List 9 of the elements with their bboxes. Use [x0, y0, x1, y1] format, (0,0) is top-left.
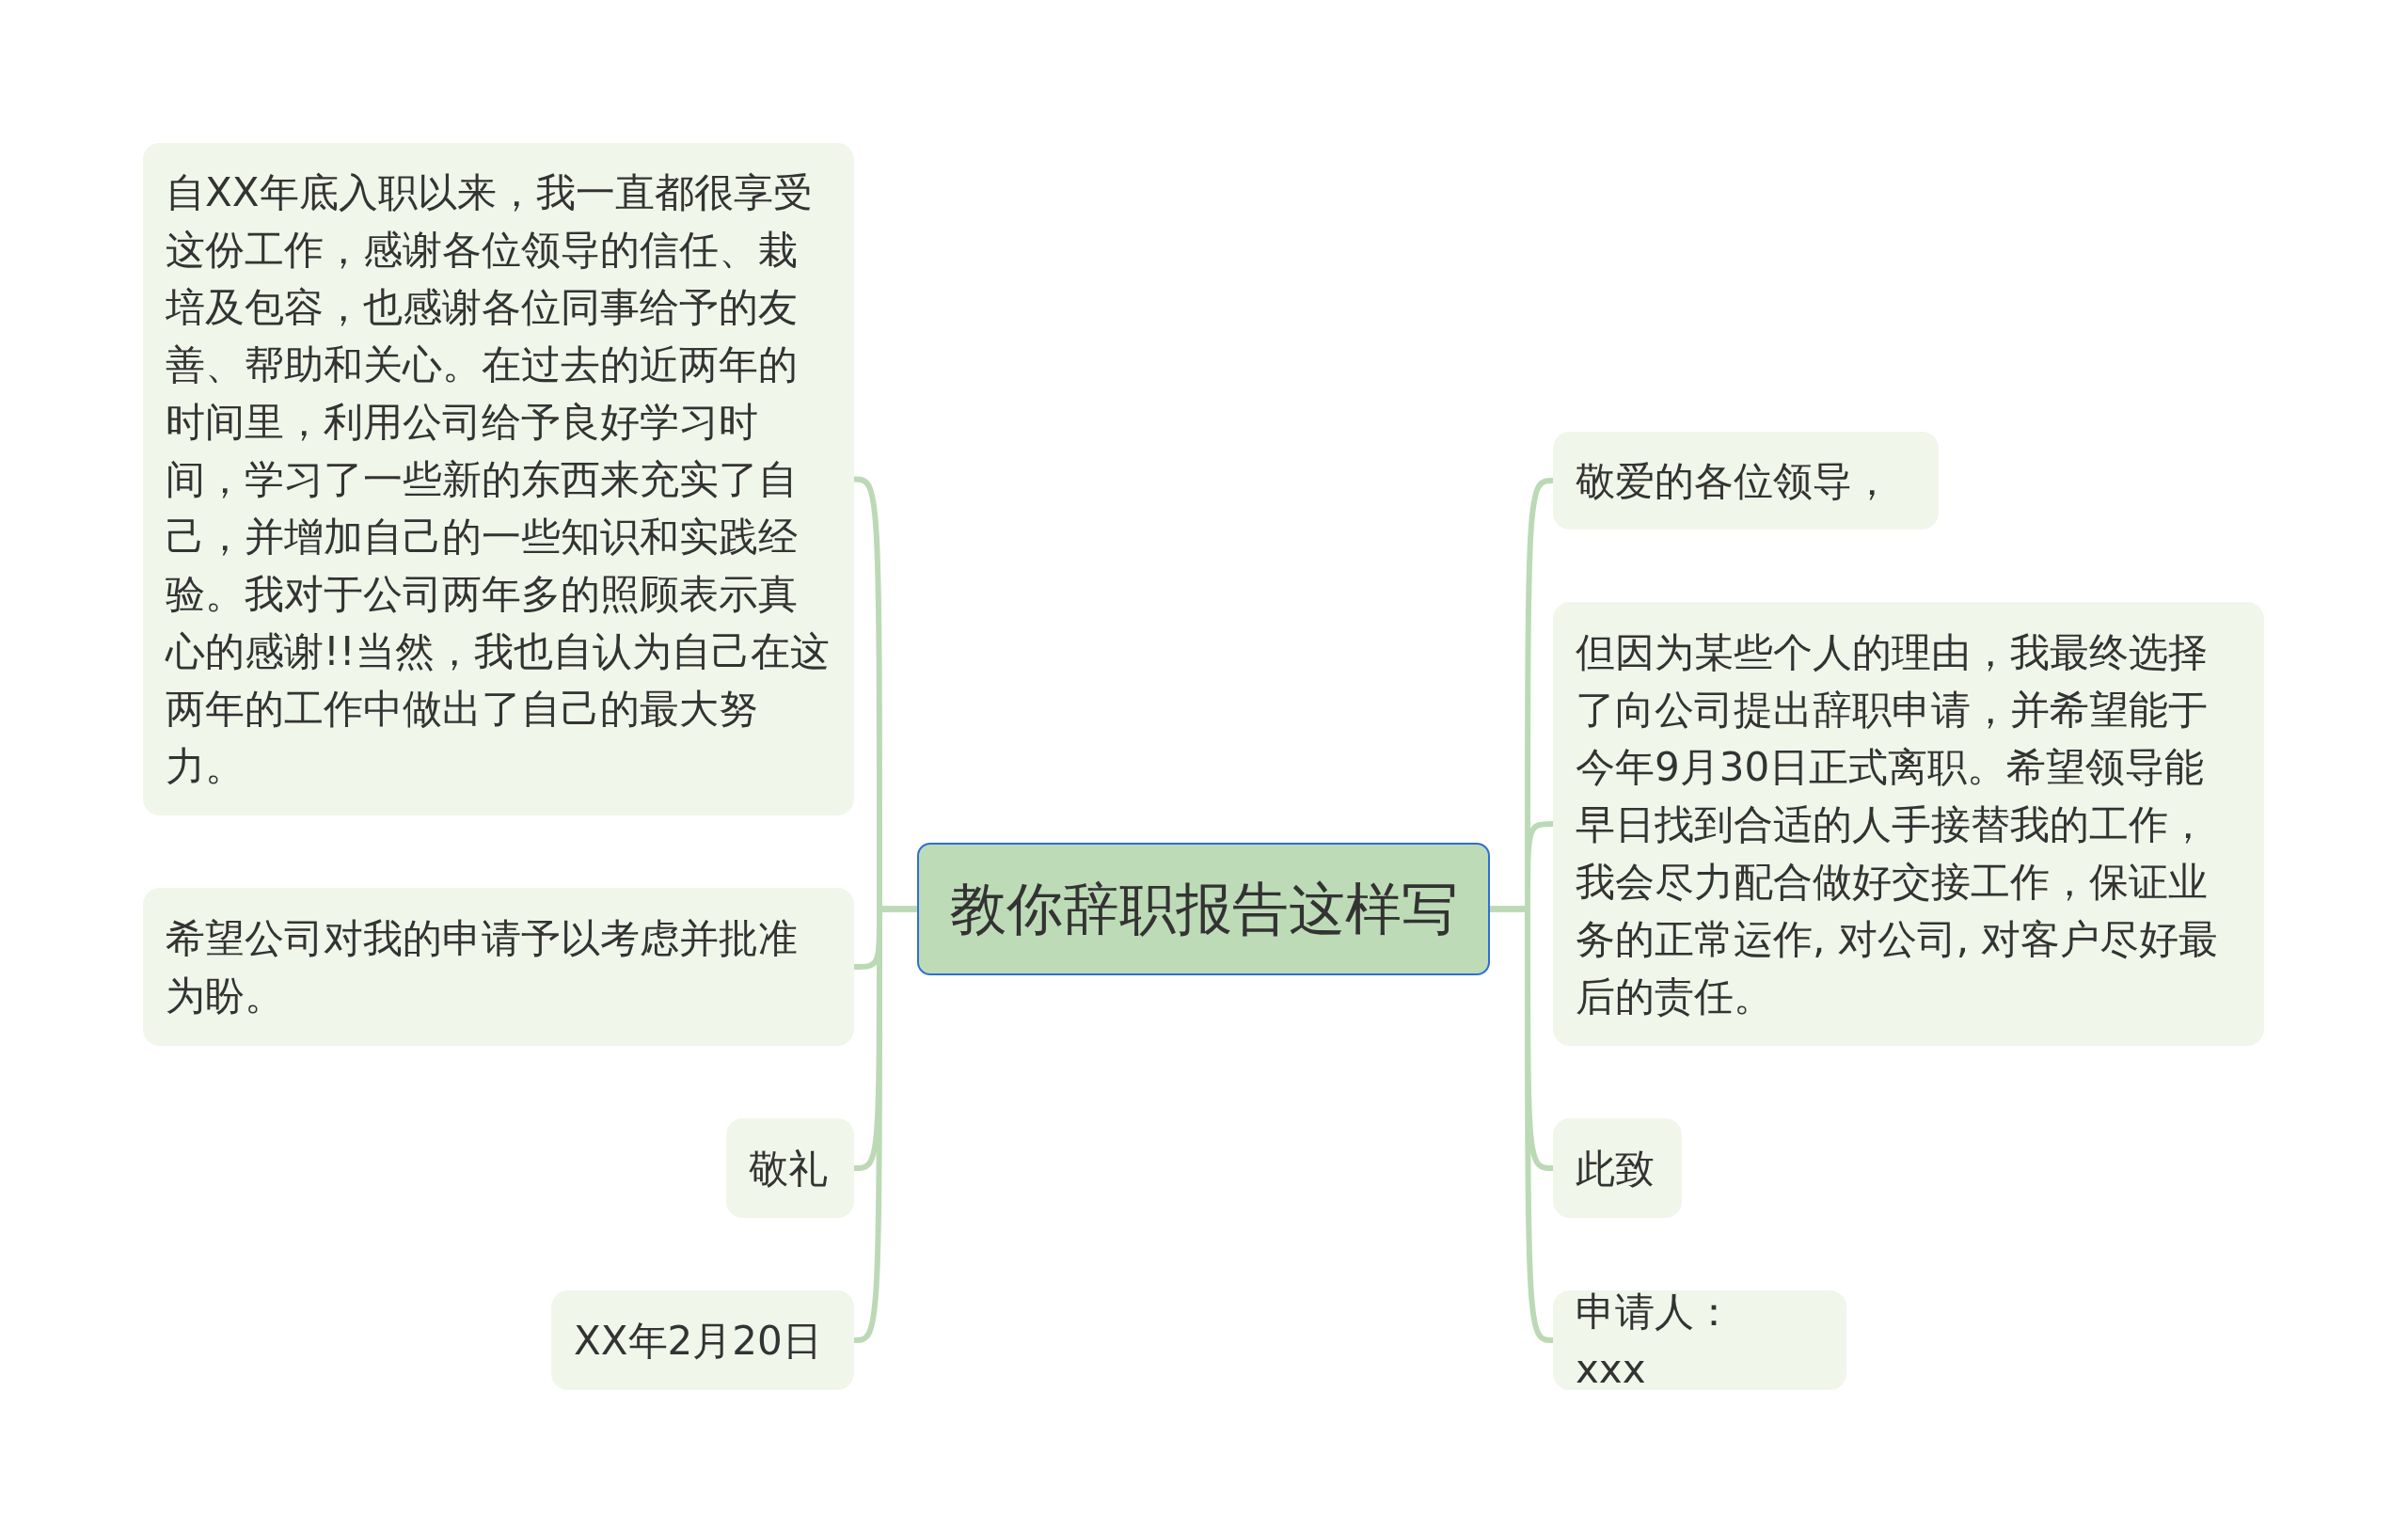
branch-box: 敬爱的各位领导， [1553, 432, 1939, 530]
branch-box: 自XX年底入职以来，我一直都很享受这份工作，感谢各位领导的信任、栽培及包容，也感谢各位同事给予的友善、帮助和关心。在过去的近两年的时间里，利用公司给予良好学习时间，学习了一些新的东西来充实了自己，并增加自己的一些知识和实践经验。我对于公司两年多的照顾表示真心的感谢!!当然，我也自认为自己在这两年的工作中做出了自己的最大努力。 [143, 143, 854, 815]
branch-box: 敬礼 [726, 1118, 854, 1218]
branch-box: 申请人： xxx [1553, 1290, 1846, 1390]
branch-box: 但因为某些个人的理由，我最终选择了向公司提出辞职申请，并希望能于今年9月30日正式离职。希望领导能早日找到合适的人手接替我的工作，我会尽力配合做好交接工作，保证业务的正常运作, 对公司, 对客户尽好最后的责任。 [1553, 602, 2264, 1046]
branch-box: 此致 [1553, 1118, 1682, 1218]
topic-box: 教你辞职报告这样写 [917, 843, 1490, 975]
branch-box: XX年2月20日 [551, 1290, 854, 1390]
branch-box: 希望公司对我的申请予以考虑并批准为盼。 [143, 888, 854, 1046]
